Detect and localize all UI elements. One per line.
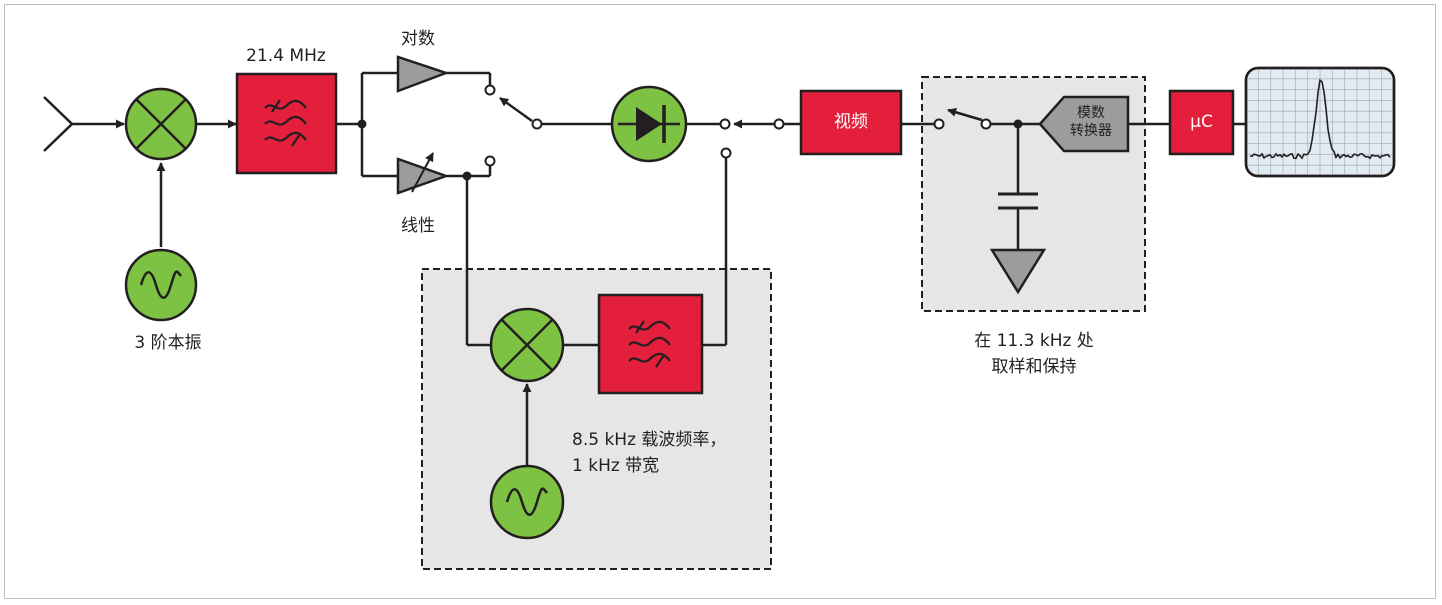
video-block-label: 视频 bbox=[834, 112, 868, 132]
carrier-filter-region bbox=[421, 268, 772, 570]
outer-frame bbox=[4, 4, 1436, 599]
sample-hold-label: 在 11.3 kHz 处 取样和保持 bbox=[974, 328, 1094, 380]
video-block bbox=[799, 89, 903, 156]
ground-icon bbox=[989, 248, 1047, 295]
microcontroller-block bbox=[1168, 89, 1235, 156]
capacitor-icon bbox=[998, 192, 1038, 210]
carrier-label-line1: 8.5 kHz 载波频率， bbox=[572, 430, 727, 450]
detector-diode-icon bbox=[610, 85, 688, 163]
log-linear-switch bbox=[484, 84, 543, 167]
oscillator-2-icon bbox=[489, 464, 565, 540]
carrier-label: 8.5 kHz 载波频率， 1 kHz 带宽 bbox=[572, 427, 726, 479]
if-filter-block bbox=[235, 72, 338, 175]
microcontroller-label: μC bbox=[1190, 112, 1213, 132]
linear-amp-icon bbox=[396, 152, 450, 195]
sample-hold-label-line1: 在 11.3 kHz 处 bbox=[974, 331, 1094, 351]
carrier-filter-block bbox=[597, 293, 704, 395]
if-frequency-label: 21.4 MHz bbox=[246, 46, 326, 66]
mixer-icon bbox=[124, 87, 198, 161]
spectrum-display-icon bbox=[1244, 66, 1396, 178]
adc-block bbox=[1038, 95, 1130, 153]
video-switch bbox=[719, 118, 785, 159]
adc-label-line1: 模数 bbox=[1077, 105, 1105, 121]
mixer-2-icon bbox=[489, 307, 565, 383]
sample-hold-label-line2: 取样和保持 bbox=[991, 357, 1077, 377]
sample-hold-switch bbox=[933, 107, 992, 130]
antenna-icon bbox=[43, 96, 74, 152]
adc-label: 模数 转换器 bbox=[1054, 104, 1128, 140]
adc-label-line2: 转换器 bbox=[1070, 123, 1112, 139]
signal-wires bbox=[72, 71, 1246, 465]
carrier-label-line2: 1 kHz 带宽 bbox=[572, 456, 660, 476]
log-amp-icon bbox=[396, 55, 450, 93]
third-lo-label: 3 阶本振 bbox=[134, 333, 202, 353]
linear-label: 线性 bbox=[401, 216, 435, 236]
oscillator-icon bbox=[124, 248, 198, 322]
log-label: 对数 bbox=[401, 29, 435, 49]
